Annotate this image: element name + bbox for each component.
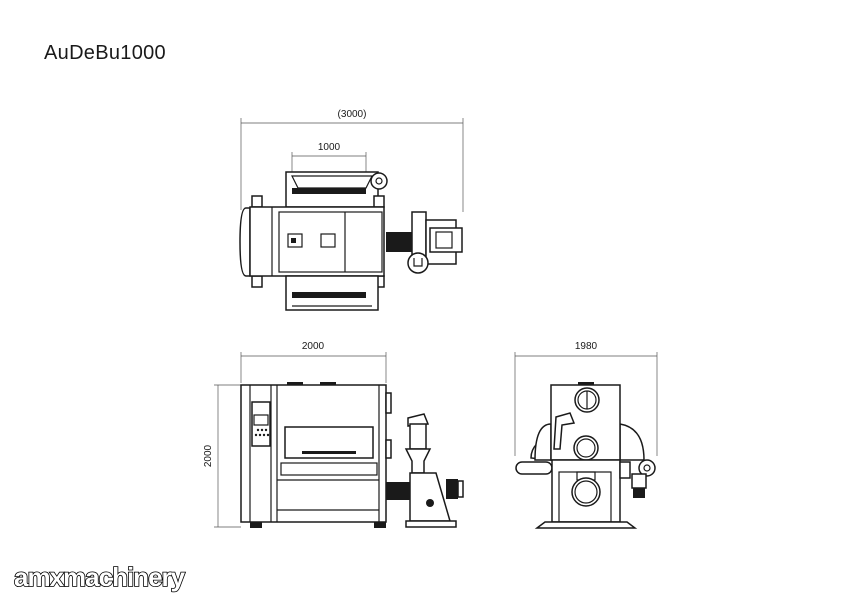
brand-logo: amxmachinery — [13, 561, 186, 593]
dimension-2000-width: 2000 — [240, 341, 387, 383]
dim-label-side-width: 1980 — [575, 341, 598, 352]
front-view: 2000 2000 — [203, 341, 464, 528]
dim-label-front-width: 2000 — [302, 341, 325, 352]
top-view: (3000) 1000 — [239, 109, 464, 311]
square-port — [287, 233, 303, 248]
dimension-3000: (3000) — [240, 109, 464, 212]
dimension-1980: 1980 — [514, 341, 658, 456]
side-view: 1980 — [514, 341, 658, 529]
dim-label-1000: 1000 — [318, 142, 341, 153]
control-panel — [251, 401, 271, 447]
model-title: AuDeBu1000 — [44, 42, 166, 64]
dimension-1000: 1000 — [291, 142, 367, 172]
dim-label-front-height: 2000 — [203, 444, 214, 467]
dim-label-3000: (3000) — [338, 109, 367, 120]
dimension-2000-height: 2000 — [203, 384, 241, 528]
